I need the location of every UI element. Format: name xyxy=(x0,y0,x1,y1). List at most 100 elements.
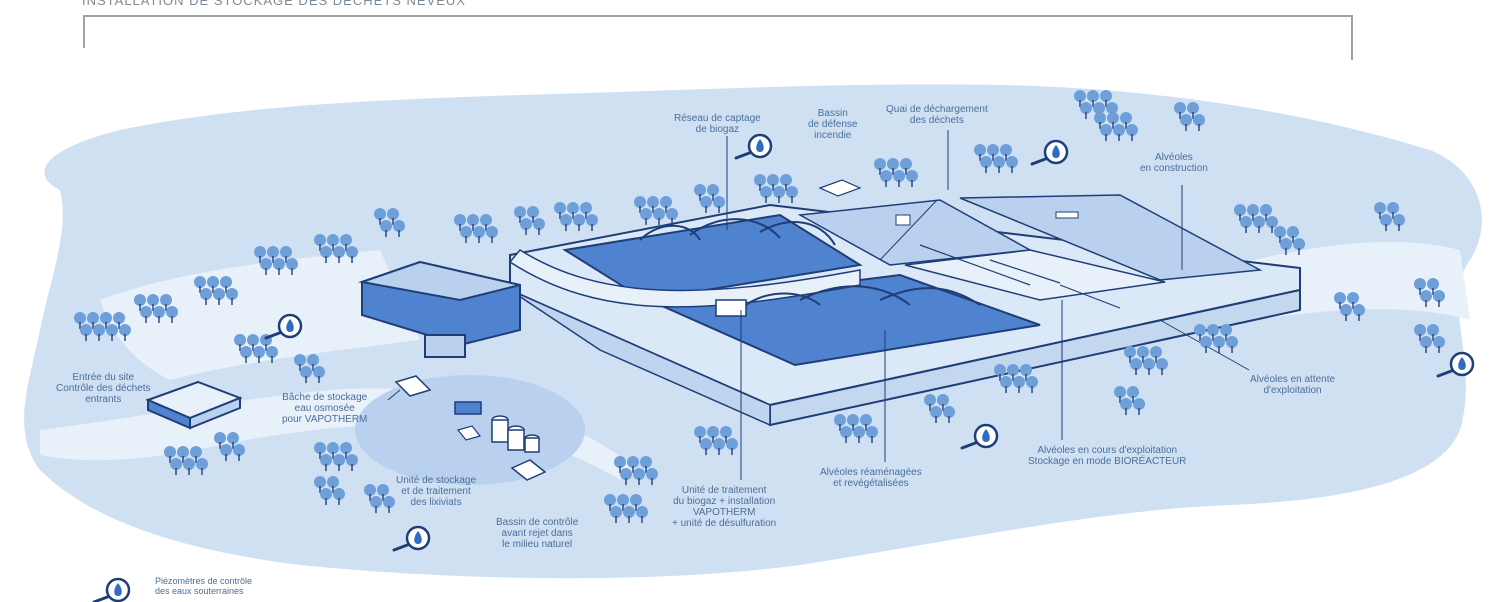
tree xyxy=(567,202,579,219)
tree xyxy=(1433,336,1445,353)
tree xyxy=(647,196,659,213)
tree xyxy=(1174,102,1186,119)
tree xyxy=(473,226,485,243)
tree xyxy=(840,426,852,443)
tree xyxy=(87,312,99,329)
tree xyxy=(1220,324,1232,341)
tree xyxy=(327,234,339,251)
tree xyxy=(847,414,859,431)
tree xyxy=(1340,304,1352,321)
tree xyxy=(320,454,332,471)
tree xyxy=(226,288,238,305)
tree xyxy=(666,208,678,225)
tree xyxy=(713,438,725,455)
tree xyxy=(780,174,792,191)
tree xyxy=(1387,202,1399,219)
tree xyxy=(1026,376,1038,393)
tree xyxy=(700,196,712,213)
tree xyxy=(320,246,332,263)
piezometer-icon xyxy=(1436,351,1475,378)
tree xyxy=(580,202,592,219)
tree xyxy=(1347,292,1359,309)
tree xyxy=(134,294,146,311)
tree xyxy=(533,218,545,235)
tree xyxy=(327,476,339,493)
tree xyxy=(1427,278,1439,295)
tree xyxy=(460,226,472,243)
tree xyxy=(1433,290,1445,307)
tree xyxy=(1000,376,1012,393)
tree xyxy=(273,258,285,275)
tree xyxy=(383,496,395,513)
piezometer-icon xyxy=(1030,139,1069,166)
tree xyxy=(987,144,999,161)
tree xyxy=(364,484,376,501)
tree xyxy=(1287,226,1299,243)
tree xyxy=(220,444,232,461)
tree xyxy=(166,306,178,323)
tree xyxy=(887,158,899,175)
tree xyxy=(280,246,292,263)
tree xyxy=(853,426,865,443)
tree xyxy=(1000,144,1012,161)
leader-lines xyxy=(387,130,1250,480)
tree xyxy=(1180,114,1192,131)
tree xyxy=(1253,216,1265,233)
tree xyxy=(253,346,265,363)
tree xyxy=(314,234,326,251)
tree xyxy=(196,458,208,475)
tree xyxy=(586,214,598,231)
tree xyxy=(1114,386,1126,403)
tree xyxy=(207,276,219,293)
tree xyxy=(1226,336,1238,353)
tree xyxy=(930,406,942,423)
tree xyxy=(1120,112,1132,129)
tree xyxy=(1143,358,1155,375)
tree xyxy=(1133,398,1145,415)
tree xyxy=(993,156,1005,173)
tree xyxy=(520,218,532,235)
tree xyxy=(1150,346,1162,363)
tree xyxy=(906,170,918,187)
tree xyxy=(754,174,766,191)
tree xyxy=(286,258,298,275)
tree xyxy=(707,184,719,201)
tree xyxy=(924,394,936,411)
tree xyxy=(713,196,725,213)
tree xyxy=(190,446,202,463)
tree xyxy=(1013,376,1025,393)
tree xyxy=(1130,358,1142,375)
tree xyxy=(267,246,279,263)
tree xyxy=(1120,398,1132,415)
tree xyxy=(294,354,306,371)
tree xyxy=(227,432,239,449)
tree xyxy=(694,426,706,443)
page-title: INSTALLATION DE STOCKAGE DES DÉCHETS NEV… xyxy=(82,0,466,8)
tree xyxy=(234,334,246,351)
tree xyxy=(74,312,86,329)
tree xyxy=(994,364,1006,381)
piezometer-icon xyxy=(92,577,131,602)
tree xyxy=(377,484,389,501)
tree xyxy=(1420,290,1432,307)
tree xyxy=(1074,90,1086,107)
tree xyxy=(640,456,652,473)
tree xyxy=(300,366,312,383)
tree xyxy=(1274,226,1286,243)
tree xyxy=(177,446,189,463)
tree xyxy=(773,186,785,203)
tree xyxy=(726,438,738,455)
tree xyxy=(834,414,846,431)
tree xyxy=(194,276,206,293)
tree xyxy=(486,226,498,243)
tree xyxy=(333,246,345,263)
tree xyxy=(1213,336,1225,353)
tree xyxy=(1126,124,1138,141)
tree xyxy=(213,288,225,305)
tree xyxy=(220,276,232,293)
